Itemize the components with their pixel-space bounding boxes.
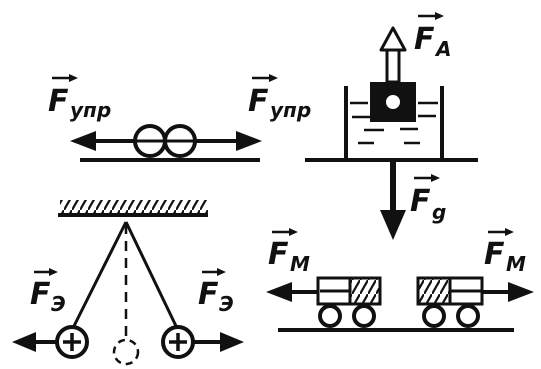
label-f-upr-right: F упр	[248, 74, 311, 122]
cart-left	[316, 276, 382, 328]
water-lines	[350, 101, 438, 145]
svg-text:M: M	[506, 252, 526, 276]
label-f-e-left: F Э	[30, 268, 66, 316]
label-f-upr-left: F упр	[48, 74, 111, 122]
archimedes-panel: F A F g	[305, 12, 478, 240]
svg-text:Э: Э	[219, 292, 234, 316]
charged-ball-left	[55, 325, 89, 359]
label-f-m-left: F M	[268, 228, 310, 276]
pendulum-string-right	[124, 221, 178, 327]
svg-text:g: g	[432, 200, 446, 224]
archimedes-arrow-shaft	[385, 46, 401, 84]
pendulum-string-left	[72, 221, 128, 327]
gravity-arrow-head	[380, 210, 406, 240]
elastic-force-panel: F упр F упр	[48, 74, 311, 162]
pendulum-rest-ball	[112, 338, 140, 366]
magnetic-right-arrow-head	[508, 282, 534, 302]
charged-ball-right	[161, 325, 195, 359]
svg-text:F: F	[484, 237, 505, 272]
block-center-point	[386, 95, 400, 109]
elastic-left-arrow-head	[70, 131, 96, 151]
label-f-m-right: F M	[484, 228, 526, 276]
ceiling-hatch	[60, 200, 208, 214]
electric-pendulum-panel: F Э F Э	[12, 200, 244, 366]
label-f-a: F A	[414, 12, 451, 61]
elastic-right-arrow-head	[236, 131, 262, 151]
svg-text:F: F	[414, 22, 435, 57]
electric-left-arrow-head	[12, 332, 36, 352]
svg-text:Э: Э	[51, 292, 66, 316]
svg-text:F: F	[48, 84, 69, 119]
label-f-g: F g	[410, 174, 446, 224]
magnetic-force-panel: F M F M	[266, 228, 534, 332]
svg-text:F: F	[268, 237, 289, 272]
svg-text:M: M	[290, 252, 310, 276]
magnetic-left-arrow-head	[266, 282, 292, 302]
svg-text:F: F	[248, 84, 269, 119]
magnet-right	[416, 276, 452, 306]
label-f-e-right: F Э	[198, 268, 234, 316]
archimedes-arrow-head	[379, 26, 407, 52]
svg-text:F: F	[30, 277, 51, 312]
magnet-left	[348, 276, 382, 306]
svg-text:упр: упр	[270, 98, 311, 122]
electric-right-arrow-head	[220, 332, 244, 352]
svg-text:A: A	[434, 37, 451, 61]
cart-right	[416, 276, 484, 328]
svg-text:F: F	[410, 184, 431, 219]
svg-text:F: F	[198, 277, 219, 312]
svg-text:упр: упр	[70, 98, 111, 122]
